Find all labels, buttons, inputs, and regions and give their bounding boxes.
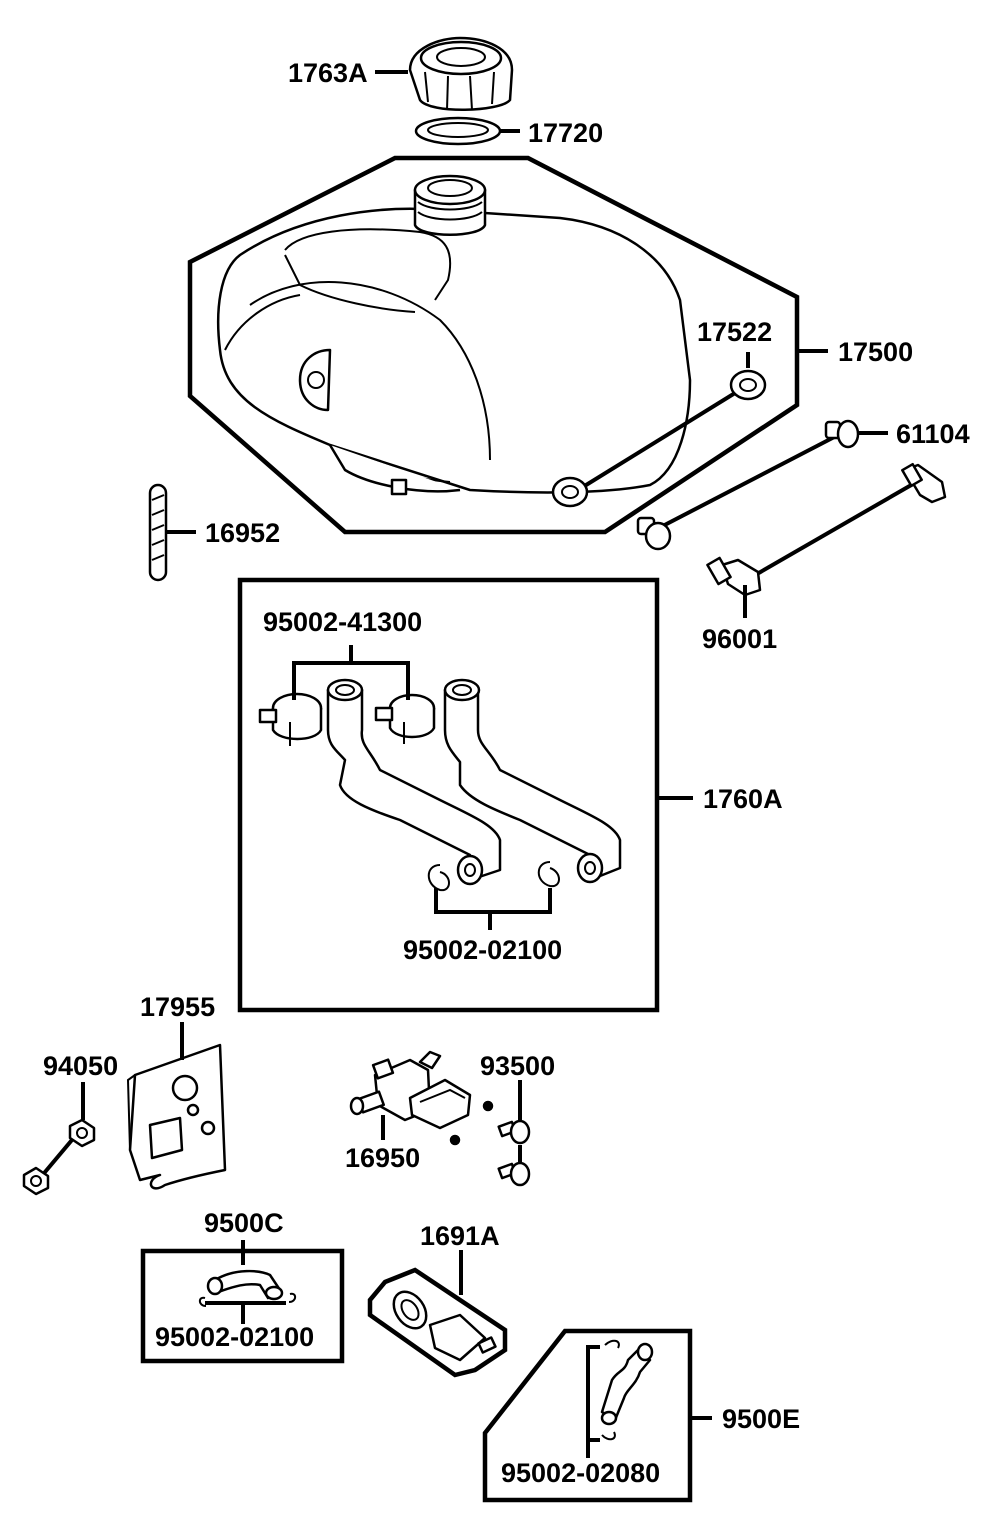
- hose-c-drawing: [198, 1269, 297, 1307]
- screw-drawing: [449, 1100, 531, 1187]
- fuel-cock-drawing: [349, 1050, 472, 1130]
- label-hose-e: 9500E: [722, 1404, 800, 1434]
- clamp-02100-bracket: [434, 888, 552, 930]
- strainer-drawing: [148, 483, 168, 582]
- filter-drawing: [392, 1290, 497, 1362]
- fuel-hose-drawing: [258, 678, 622, 892]
- label-fuel-cock: 16950: [345, 1143, 420, 1173]
- label-damper: 17522: [697, 317, 772, 347]
- bolt-drawing: [706, 462, 947, 597]
- label-fuel-cap: 1763A: [288, 58, 368, 88]
- clamp-41300-bracket: [292, 645, 410, 700]
- label-bolt: 96001: [702, 624, 777, 654]
- damper-drawing: [551, 369, 767, 508]
- label-hose-clamps-large: 95002-41300: [263, 607, 422, 637]
- fuel-tank-drawing: [216, 174, 692, 496]
- hose-e-drawing: [600, 1339, 654, 1441]
- fuel-cap-drawing: [408, 36, 514, 111]
- label-strainer: 16952: [205, 518, 280, 548]
- hose-kit-outline: [237, 577, 660, 1013]
- label-bracket-nut: 94050: [43, 1051, 118, 1081]
- filter-outline: [367, 1267, 508, 1378]
- tank-group-outline: [187, 155, 800, 535]
- label-hose-clamps-small: 95002-02100: [403, 935, 562, 965]
- label-hose-kit: 1760A: [703, 784, 783, 814]
- label-hose-e-clamps: 95002-02080: [501, 1458, 660, 1488]
- label-collar: 61104: [896, 419, 970, 449]
- label-cap-gasket: 17720: [528, 118, 603, 148]
- label-hose-c-clamps: 95002-02100: [155, 1322, 314, 1352]
- hose-e-outline: [482, 1328, 693, 1503]
- label-hose-c: 9500C: [204, 1208, 284, 1238]
- label-fuel-tank: 17500: [838, 337, 913, 367]
- nut-drawing: [22, 1118, 96, 1196]
- collar-drawing: [636, 419, 860, 551]
- cap-gasket-drawing: [414, 116, 502, 146]
- label-bracket: 17955: [140, 992, 215, 1022]
- bracket-drawing: [126, 1043, 227, 1190]
- label-fuel-cock-screws: 93500: [480, 1051, 555, 1081]
- label-filter: 1691A: [420, 1221, 500, 1251]
